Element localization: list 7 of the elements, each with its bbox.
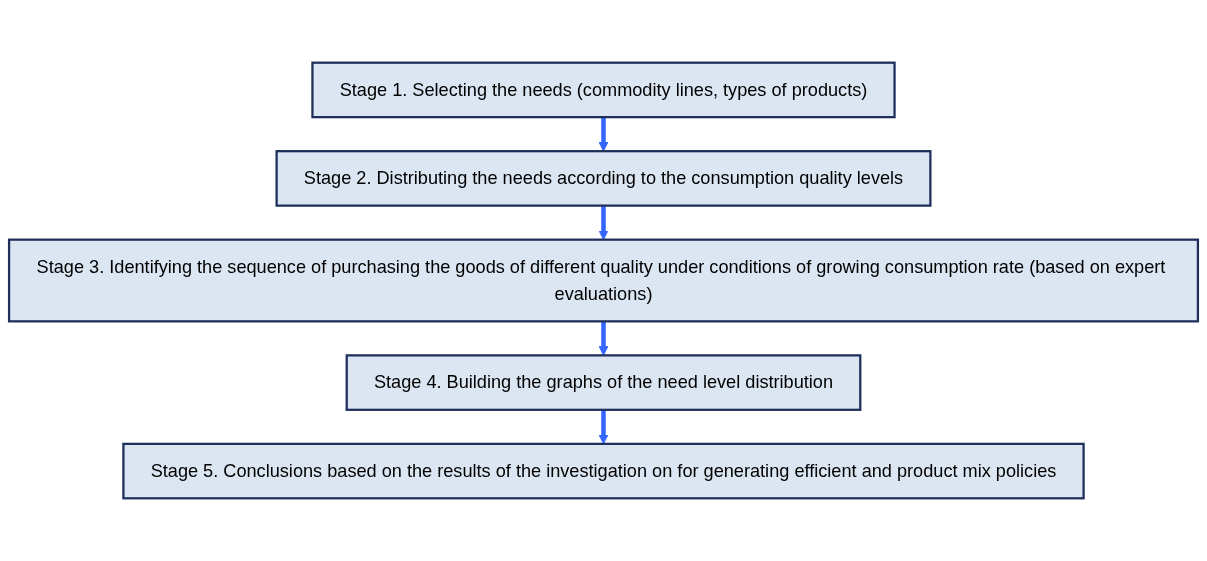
node-box: Stage 2. Distributing the needs according to the consumption quality levels bbox=[275, 150, 932, 207]
node-box: Stage 4. Building the graphs of the need level distribution bbox=[345, 354, 862, 411]
node-box: Stage 1. Selecting the needs (commodity lines, types of products) bbox=[311, 61, 896, 119]
node-box: Stage 3. Identifying the sequence of purchasing the goods of different quality under conditions of growing consumption rate (based on expert evaluations) bbox=[7, 238, 1200, 323]
arrow bbox=[598, 321, 609, 356]
node-box: Stage 5. Conclusions based on the results of the investigation on for generating efficient and product mix policies bbox=[122, 442, 1085, 500]
arrow bbox=[598, 117, 609, 152]
